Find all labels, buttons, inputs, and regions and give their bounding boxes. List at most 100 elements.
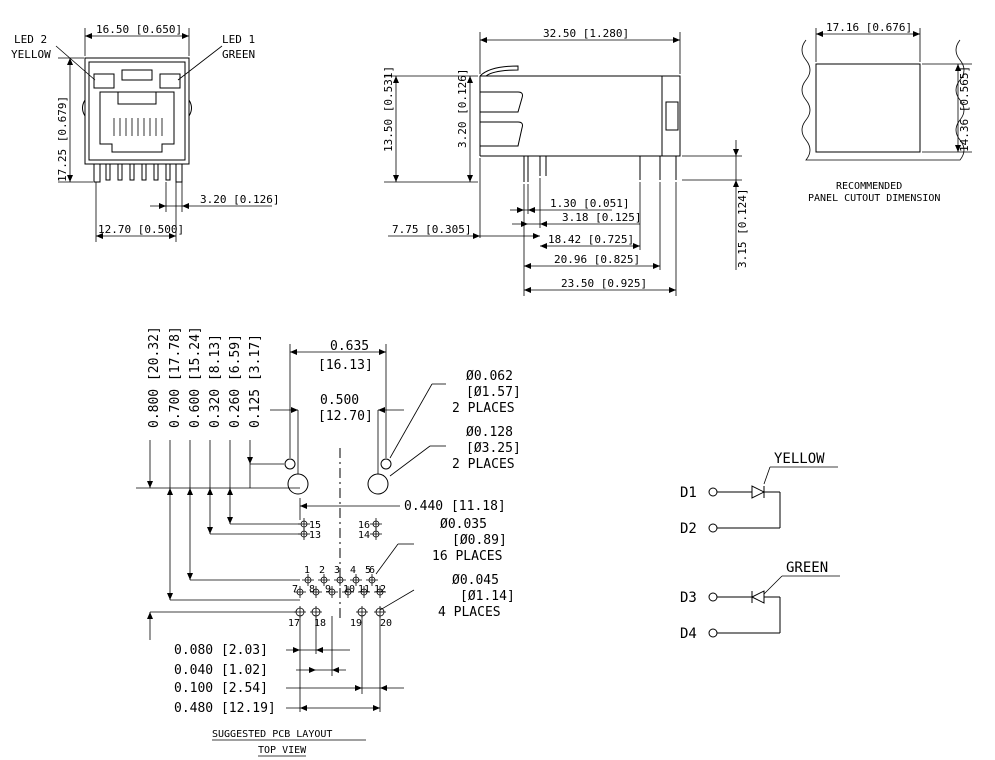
pcb-pin-number: 18 xyxy=(314,618,326,629)
pcb-pad-crosshair xyxy=(358,586,370,598)
led2-label: LED 2 xyxy=(14,33,47,46)
pcb-vdim-6: 0.125 [3.17] xyxy=(248,334,263,428)
pcb-caption-1: SUGGESTED PCB LAYOUT xyxy=(212,729,332,740)
pcb-pin-number: 11 xyxy=(358,584,370,595)
pcb-hole-small-left xyxy=(284,458,296,470)
side-dim-4: 18.42 [0.725] xyxy=(548,233,634,246)
pin-d3-label: D3 xyxy=(680,590,697,606)
pcb-pin-number: 6 xyxy=(369,565,375,576)
pcb-pad-crosshair xyxy=(310,586,322,598)
pcb-hole2-mm: [Ø3.25] xyxy=(466,441,521,456)
pcb-pin-number: 7 xyxy=(292,584,298,595)
pcb-vdim-2: 0.700 [17.78] xyxy=(168,326,183,428)
yellow-led-diode-icon xyxy=(751,485,766,499)
pcb-pad-crosshair xyxy=(342,586,354,598)
pcb-top-dim-a-mm: [16.13] xyxy=(318,358,373,373)
front-side-tabs xyxy=(82,99,192,117)
pcb-pin-number: 14 xyxy=(358,530,370,541)
port-latch-slot xyxy=(117,91,157,105)
pcb-bdim-3: 0.100 [2.54] xyxy=(174,681,268,696)
front-pins xyxy=(93,163,183,183)
front-body-outline xyxy=(84,57,190,165)
front-width-dim: 16.50 [0.650] xyxy=(96,23,182,36)
pcb-pad-crosshair xyxy=(350,574,362,586)
pcb-pin-number: 1 xyxy=(304,565,310,576)
pcb-pin-number: 15 xyxy=(309,520,321,531)
front-view: 16.50 [0.650] 17.25 [0.679] LED 2 YELLOW… xyxy=(11,23,279,242)
pcb-bdim-1: 0.080 [2.03] xyxy=(174,643,268,658)
pcb-hole-large-left xyxy=(287,473,309,495)
pcb-vdim-1: 0.800 [20.32] xyxy=(147,326,162,428)
rj45-port-opening xyxy=(99,91,175,153)
led1-window xyxy=(159,73,181,89)
pcb-hole2-dia: Ø0.128 xyxy=(466,425,513,440)
pcb-pin-places: 16 PLACES xyxy=(432,549,502,564)
side-dim-2: 3.18 [0.125] xyxy=(562,211,641,224)
pin-d2-terminal xyxy=(708,523,718,533)
pcb-pad-crosshair xyxy=(302,574,314,586)
side-dim-1: 1.30 [0.051] xyxy=(550,197,629,210)
pcb-vdim-5: 0.260 [6.59] xyxy=(228,334,243,428)
panel-width-dim: 17.16 [0.676] xyxy=(826,21,912,34)
front-pin-pitch-dim: 3.20 [0.126] xyxy=(200,193,279,206)
side-dim-3: 7.75 [0.305] xyxy=(392,223,471,236)
panel-cutout-rect xyxy=(815,63,921,153)
pcb-pad-crosshair xyxy=(374,586,386,598)
side-view: 32.50 [1.280] 13.50 [0.531] 3.20 [0.126]… xyxy=(382,27,749,296)
pcb-bdim-4: 0.480 [12.19] xyxy=(174,701,276,716)
pcb-hole-large-right xyxy=(367,473,389,495)
pcb-pin2-dia: Ø0.045 xyxy=(452,573,499,588)
side-pin-length-dim: 3.15 [0.124] xyxy=(736,189,749,268)
pcb-pin-number: 17 xyxy=(288,618,300,629)
pin-d1-terminal xyxy=(708,487,718,497)
pcb-pad-crosshair xyxy=(370,518,382,530)
pcb-pin2-mm: [Ø1.14] xyxy=(460,589,515,604)
pcb-pin-number: 10 xyxy=(343,584,355,595)
pcb-hole1-places: 2 PLACES xyxy=(452,401,515,416)
port-contacts xyxy=(113,118,163,136)
pcb-pin-number: 13 xyxy=(309,530,321,541)
side-length-dim: 32.50 [1.280] xyxy=(543,27,629,40)
pcb-offset-dim: 0.440 [11.18] xyxy=(404,499,506,514)
panel-caption-1: RECOMMENDED xyxy=(836,181,902,192)
green-led-label: GREEN xyxy=(786,560,828,576)
pcb-caption-2: TOP VIEW xyxy=(258,745,307,756)
pin-d4-terminal xyxy=(708,628,718,638)
pcb-pin-number: 20 xyxy=(380,618,392,629)
side-body-outline xyxy=(480,75,681,157)
pcb-hole1-dia: Ø0.062 xyxy=(466,369,513,384)
pcb-pin-number: 4 xyxy=(350,565,356,576)
pcb-pad-crosshair xyxy=(318,574,330,586)
pcb-top-dim-a: 0.635 xyxy=(330,339,369,354)
pcb-pin-number: 5 xyxy=(365,565,371,576)
side-dim-5: 20.96 [0.825] xyxy=(554,253,640,266)
pcb-hole1-mm: [Ø1.57] xyxy=(466,385,521,400)
pcb-pin-number: 16 xyxy=(358,520,370,531)
green-led-diode-icon xyxy=(750,590,765,604)
led2-color: YELLOW xyxy=(11,48,51,61)
panel-cutout: 17.16 [0.676] 14.36 [0.565] RECOMMENDED … xyxy=(801,21,972,204)
pcb-pin-number: 2 xyxy=(319,565,325,576)
side-inner-dim: 3.20 [0.126] xyxy=(456,69,469,148)
pcb-pin2-places: 4 PLACES xyxy=(438,605,501,620)
pcb-top-dim-b-mm: [12.70] xyxy=(318,409,373,424)
side-pins xyxy=(523,156,677,182)
pcb-bdim-2: 0.040 [1.02] xyxy=(174,663,268,678)
pcb-pin-number: 3 xyxy=(334,565,340,576)
pin-d1-label: D1 xyxy=(680,485,697,501)
front-height-dim: 17.25 [0.679] xyxy=(56,96,69,182)
side-led-window xyxy=(665,101,679,131)
yellow-led-label: YELLOW xyxy=(774,451,825,467)
front-body-inner xyxy=(88,61,186,161)
pcb-pad-crosshair xyxy=(366,574,378,586)
led-schematic: YELLOW D1 D2 GREEN D3 D4 xyxy=(680,451,840,642)
side-port-bottom xyxy=(480,121,523,147)
pcb-pad-crosshair xyxy=(326,586,338,598)
pcb-top-dim-b: 0.500 xyxy=(320,393,359,408)
pcb-pad-crosshair xyxy=(294,586,306,598)
pcb-hole-small-right xyxy=(380,458,392,470)
panel-height-dim: 14.36 [0.565] xyxy=(958,66,971,152)
